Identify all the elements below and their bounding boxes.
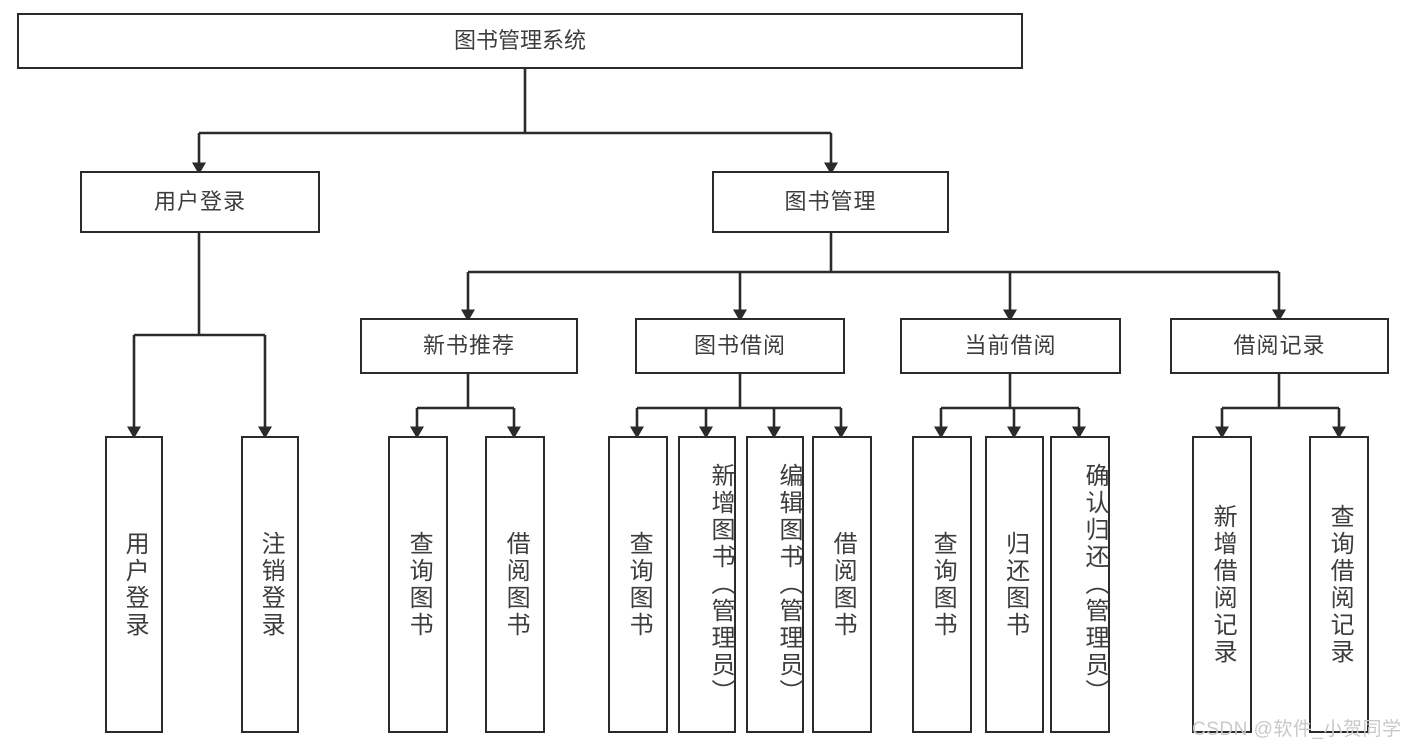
node-book-borrow-label: 图书借阅 (693, 333, 786, 359)
leaf-return-book-label: 归还图书 (1001, 530, 1029, 639)
leaf-query-borrow-record-label: 查询借阅记录 (1326, 503, 1354, 666)
node-book-management-label: 图书管理 (784, 189, 877, 215)
leaf-edit-book-label: 编辑图书（管理员） (775, 463, 802, 706)
leaf-query-book-borrow[interactable]: 查询图书 (608, 436, 668, 733)
node-user-login[interactable]: 用户登录 (80, 171, 320, 233)
leaf-add-borrow-record-label: 新增借阅记录 (1209, 503, 1237, 666)
csdn-watermark: CSDN @软件_小贺同学 (1192, 719, 1402, 740)
leaf-logout-label: 注销登录 (257, 530, 285, 639)
leaf-confirm-return[interactable]: 确认归还（管理员） (1050, 436, 1110, 733)
leaf-query-book-newbook-label: 查询图书 (405, 530, 433, 639)
leaf-query-book-current[interactable]: 查询图书 (912, 436, 972, 733)
leaf-logout[interactable]: 注销登录 (241, 436, 299, 733)
node-root[interactable]: 图书管理系统 (17, 13, 1023, 69)
leaf-borrow-book-borrow[interactable]: 借阅图书 (812, 436, 872, 733)
node-current-borrow[interactable]: 当前借阅 (900, 318, 1121, 374)
leaf-query-book-borrow-label: 查询图书 (625, 530, 653, 639)
leaf-user-login[interactable]: 用户登录 (105, 436, 163, 733)
leaf-edit-book[interactable]: 编辑图书（管理员） (746, 436, 804, 733)
leaf-return-book[interactable]: 归还图书 (985, 436, 1044, 733)
leaf-query-borrow-record[interactable]: 查询借阅记录 (1309, 436, 1369, 733)
node-new-book-recommend-label: 新书推荐 (422, 333, 515, 359)
leaf-query-book-current-label: 查询图书 (929, 530, 957, 639)
leaf-confirm-return-label: 确认归还（管理员） (1081, 463, 1108, 706)
leaf-query-book-newbook[interactable]: 查询图书 (388, 436, 448, 733)
node-book-borrow[interactable]: 图书借阅 (635, 318, 845, 374)
leaf-add-book-label: 新增图书（管理员） (707, 463, 734, 706)
node-book-management[interactable]: 图书管理 (712, 171, 949, 233)
leaf-borrow-book-newbook[interactable]: 借阅图书 (485, 436, 545, 733)
node-current-borrow-label: 当前借阅 (964, 333, 1057, 359)
node-borrow-record[interactable]: 借阅记录 (1170, 318, 1389, 374)
leaf-add-book[interactable]: 新增图书（管理员） (678, 436, 736, 733)
node-user-login-label: 用户登录 (153, 189, 246, 215)
node-new-book-recommend[interactable]: 新书推荐 (360, 318, 578, 374)
leaf-borrow-book-borrow-label: 借阅图书 (829, 530, 857, 639)
leaf-borrow-book-newbook-label: 借阅图书 (502, 530, 530, 639)
leaf-add-borrow-record[interactable]: 新增借阅记录 (1192, 436, 1252, 733)
node-root-label: 图书管理系统 (453, 28, 586, 54)
node-borrow-record-label: 借阅记录 (1233, 333, 1326, 359)
leaf-user-login-label: 用户登录 (121, 530, 149, 639)
